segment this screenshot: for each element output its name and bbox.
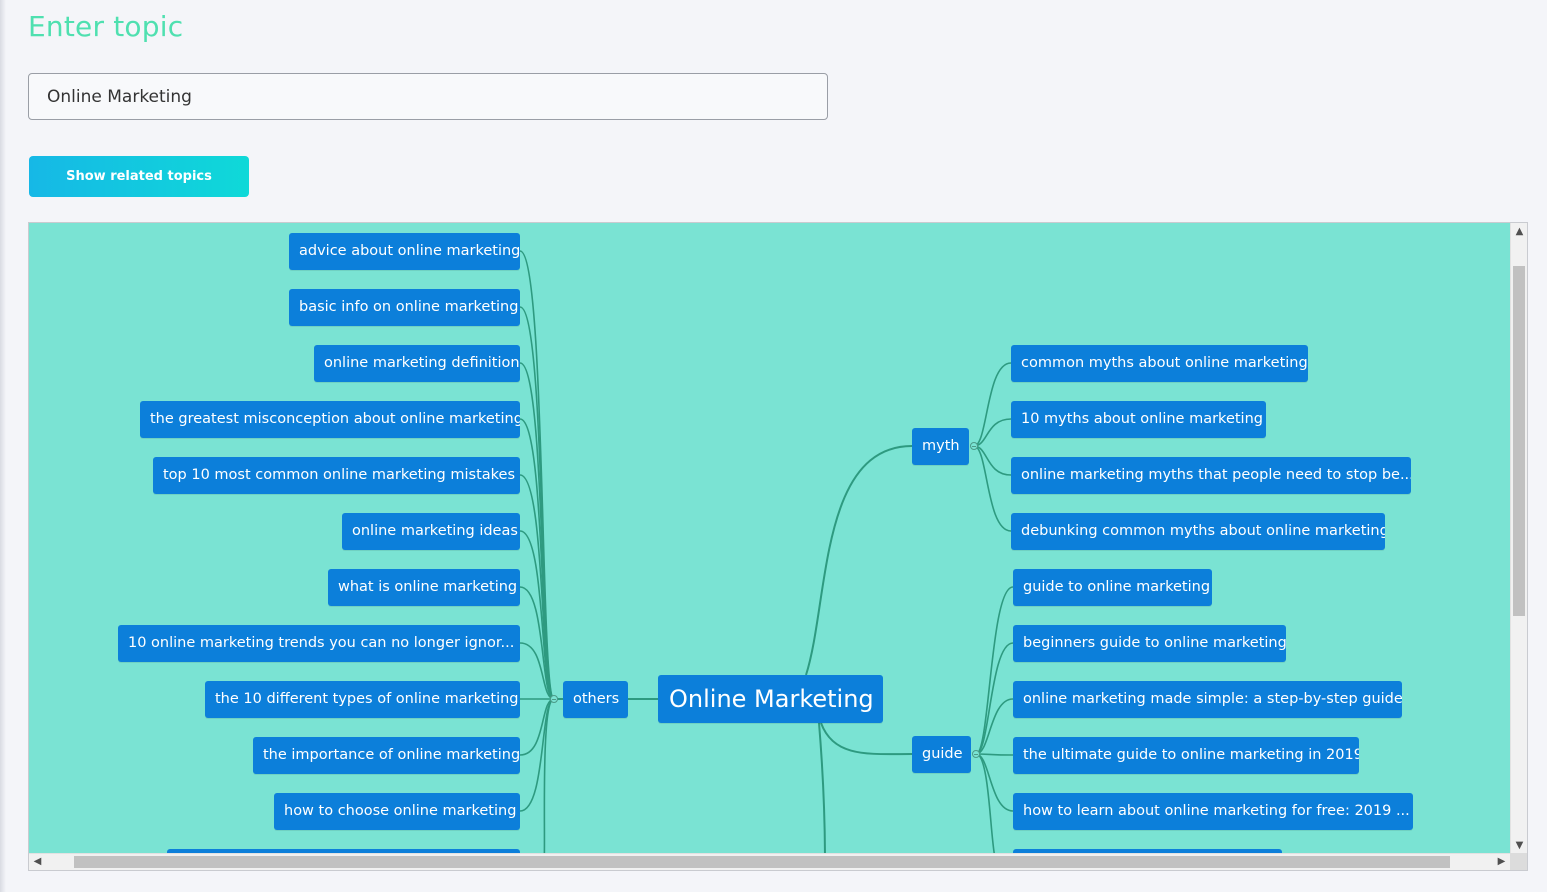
mindmap-leaf-others[interactable]: online marketing ideas bbox=[342, 513, 520, 550]
mindmap-link bbox=[519, 586, 555, 700]
mindmap-leaf-guide[interactable]: online marketing made simple: a step-by-… bbox=[1013, 681, 1402, 718]
mindmap-leaf-others[interactable]: the 10 different types of online marketi… bbox=[205, 681, 520, 718]
horizontal-scrollbar[interactable]: ◀ ▶ bbox=[29, 853, 1510, 870]
mindmap-link bbox=[975, 586, 1014, 755]
mindmap-leaf-others[interactable]: online marketing definition bbox=[314, 345, 520, 382]
mindmap-root-node[interactable]: Online Marketing bbox=[658, 675, 883, 723]
mindmap-link bbox=[519, 530, 555, 700]
mindmap-canvas[interactable]: Online Marketing others advice about onlin… bbox=[29, 223, 1510, 854]
mindmap-leaf-others[interactable]: the importance of online marketing bbox=[253, 737, 520, 774]
mindmap-link bbox=[975, 753, 1014, 756]
horizontal-scroll-thumb[interactable] bbox=[74, 856, 1450, 868]
mindmap-leaf-guide[interactable]: guide to online marketing bbox=[1013, 569, 1212, 606]
mindmap-leaf-guide[interactable]: how to learn about online marketing for … bbox=[1013, 793, 1413, 830]
mindmap-viewport[interactable]: Online Marketing others advice about onlin… bbox=[28, 222, 1528, 871]
mindmap-branch-myth[interactable]: myth bbox=[912, 428, 969, 465]
vertical-scrollbar[interactable]: ▲ ▼ bbox=[1510, 223, 1527, 854]
mindmap-leaf-others[interactable]: how to choose online marketing bbox=[274, 793, 520, 830]
mindmap-leaf-others[interactable]: advice about online marketing bbox=[289, 233, 520, 270]
vertical-scroll-thumb[interactable] bbox=[1513, 266, 1525, 616]
mindmap-link bbox=[975, 753, 1014, 812]
mindmap-leaf-others[interactable]: the greatest misconception about online … bbox=[140, 401, 520, 438]
mindmap-link bbox=[973, 445, 1012, 532]
page-heading: Enter topic bbox=[28, 10, 184, 43]
mindmap-leaf-others[interactable]: top 10 most common online marketing mist… bbox=[153, 457, 520, 494]
mindmap-link bbox=[519, 250, 555, 700]
mindmap-link bbox=[973, 362, 1012, 447]
mindmap-link bbox=[975, 642, 1014, 755]
page-edge-shadow bbox=[0, 0, 6, 892]
mindmap-leaf-partial[interactable] bbox=[1013, 849, 1282, 854]
collapse-myth-icon[interactable] bbox=[970, 442, 978, 450]
collapse-others-icon[interactable] bbox=[550, 695, 558, 703]
mindmap-leaf-myth[interactable]: online marketing myths that people need … bbox=[1011, 457, 1411, 494]
mindmap-leaf-others[interactable]: what is online marketing bbox=[328, 569, 520, 606]
mindmap-link bbox=[818, 722, 826, 854]
mindmap-link bbox=[820, 722, 913, 756]
scrollbar-corner bbox=[1510, 853, 1527, 870]
scroll-right-icon[interactable]: ▶ bbox=[1497, 856, 1506, 867]
mindmap-leaf-myth[interactable]: debunking common myths about online mark… bbox=[1011, 513, 1385, 550]
mindmap-leaf-partial[interactable] bbox=[167, 849, 520, 854]
mindmap-branch-others[interactable]: others bbox=[563, 681, 628, 718]
mindmap-branch-guide[interactable]: guide bbox=[912, 736, 971, 773]
mindmap-leaf-myth[interactable]: 10 myths about online marketing bbox=[1011, 401, 1266, 438]
mindmap-leaf-others[interactable]: basic info on online marketing bbox=[289, 289, 520, 326]
collapse-guide-icon[interactable] bbox=[972, 750, 980, 758]
topic-input[interactable] bbox=[28, 73, 828, 120]
scroll-down-icon[interactable]: ▼ bbox=[1515, 840, 1524, 851]
mindmap-link bbox=[805, 445, 913, 676]
show-related-topics-button[interactable]: Show related topics bbox=[29, 156, 249, 197]
mindmap-leaf-others[interactable]: 10 online marketing trends you can no lo… bbox=[118, 625, 520, 662]
scroll-left-icon[interactable]: ◀ bbox=[33, 856, 42, 867]
mindmap-leaf-guide[interactable]: beginners guide to online marketing bbox=[1013, 625, 1286, 662]
mindmap-leaf-myth[interactable]: common myths about online marketing bbox=[1011, 345, 1308, 382]
mindmap-leaf-guide[interactable]: the ultimate guide to online marketing i… bbox=[1013, 737, 1359, 774]
scroll-up-icon[interactable]: ▲ bbox=[1515, 226, 1524, 237]
